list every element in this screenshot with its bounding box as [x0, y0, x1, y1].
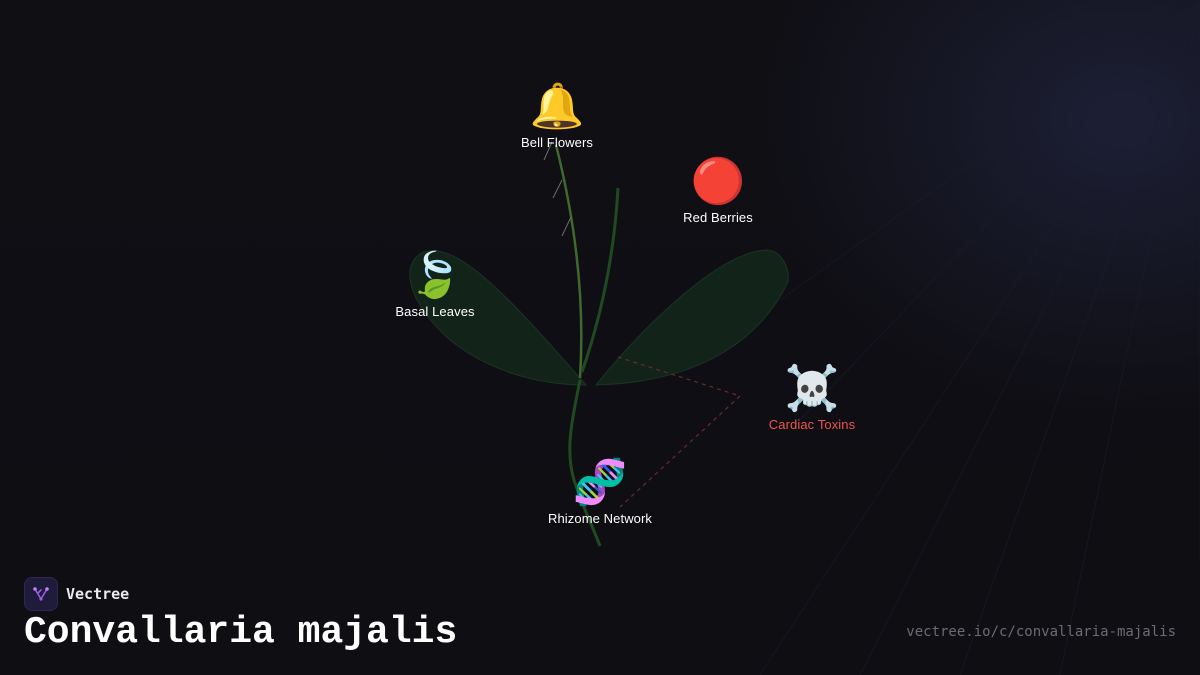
node-label: Cardiac Toxins [768, 417, 856, 432]
node-red-berries[interactable]: 🔴 Red Berries [683, 157, 753, 225]
page-url[interactable]: vectree.io/c/convallaria-majalis [906, 624, 1176, 640]
flower-stalk [554, 144, 583, 379]
leaf-icon: 🍃 [407, 251, 463, 300]
toxin-link [617, 356, 741, 397]
node-rhizome-network[interactable]: 🧬 Rhizome Network [548, 458, 652, 526]
node-basal-leaves[interactable]: 🍃 Basal Leaves [395, 251, 474, 319]
bell-icon: 🔔 [529, 82, 585, 131]
node-label: Rhizome Network [547, 511, 653, 526]
node-label: Basal Leaves [395, 304, 475, 319]
brand-name: Vectree [66, 585, 130, 603]
pedicel [552, 179, 563, 199]
rhizome-path [568, 379, 602, 547]
node-label: Red Berries [683, 210, 753, 225]
brand: Vectree [24, 577, 129, 611]
red-circle-icon: 🔴 [690, 157, 746, 206]
pedicel [561, 216, 572, 237]
node-label: Bell Flowers [521, 135, 593, 150]
dna-icon: 🧬 [572, 458, 628, 507]
page-title: Convallaria majalis [24, 611, 458, 654]
pedicel [543, 141, 553, 161]
node-cardiac-toxins[interactable]: ☠️ Cardiac Toxins [769, 364, 855, 432]
right-leaf [594, 249, 789, 386]
berry-stalk [580, 187, 620, 373]
toxin-link [619, 395, 741, 508]
node-bell-flowers[interactable]: 🔔 Bell Flowers [521, 82, 593, 150]
vectree-logo-icon [24, 577, 58, 611]
skull-crossbones-icon: ☠️ [784, 364, 840, 413]
left-leaf [409, 250, 588, 386]
